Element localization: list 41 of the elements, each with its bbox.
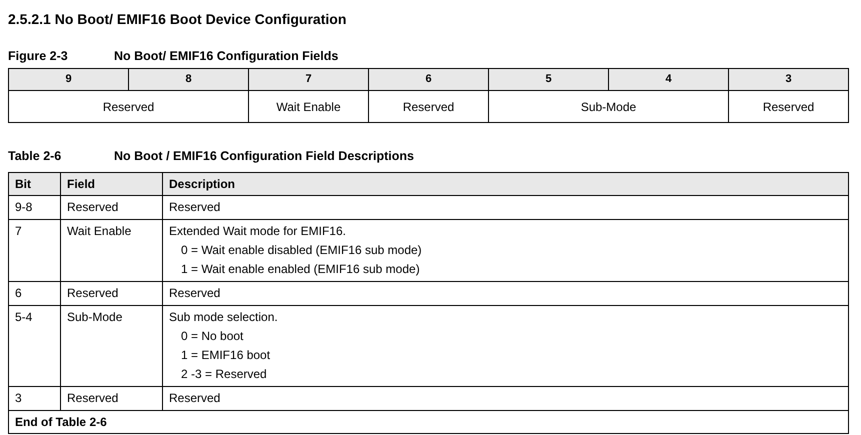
bit-number-cell: 8 [128, 68, 248, 90]
description-text: Reserved [169, 391, 220, 405]
bit-number-cell: 4 [608, 68, 728, 90]
description-text: 0 = Wait enable disabled (EMIF16 sub mode) [181, 243, 422, 257]
header-cell: Description [162, 172, 848, 196]
field-name-cell: Wait Enable [248, 90, 368, 122]
field-cell: Wait Enable [60, 220, 162, 282]
figure-caption: No Boot/ EMIF16 Configuration Fields [114, 48, 338, 65]
header-cell: Bit [8, 172, 60, 196]
bit-number-cell: 3 [728, 68, 848, 90]
bit-cell: 9-8 [8, 196, 60, 220]
section-heading: 2.5.2.1 No Boot/ EMIF16 Boot Device Configuration [8, 11, 346, 27]
description-text: Extended Wait mode for EMIF16. [169, 224, 346, 238]
bit-cell: 7 [8, 220, 60, 282]
description-text: Sub mode selection. [169, 310, 278, 324]
bit-number-cell: 6 [368, 68, 488, 90]
field-cell: Sub-Mode [60, 306, 162, 386]
bit-cell: 6 [8, 282, 60, 306]
bit-number-cell: 7 [248, 68, 368, 90]
description-text: 0 = No boot [181, 329, 244, 343]
field-cell: Reserved [60, 386, 162, 410]
figure-number: Figure 2-3 [8, 48, 69, 65]
table-number: Table 2-6 [8, 148, 62, 165]
table-caption: No Boot / EMIF16 Configuration Field Descriptions [114, 148, 414, 165]
header-cell: Field [60, 172, 162, 196]
table-footer-cell: End of Table 2-6 [8, 410, 848, 434]
field-cell: Reserved [60, 196, 162, 220]
description-text: 2 -3 = Reserved [181, 367, 267, 381]
bit-number-cell: 9 [8, 68, 128, 90]
field-name-cell: Sub-Mode [488, 90, 728, 122]
bit-cell: 3 [8, 386, 60, 410]
description-text: 1 = Wait enable enabled (EMIF16 sub mode) [181, 262, 420, 276]
field-name-cell: Reserved [368, 90, 488, 122]
description-text: Reserved [169, 200, 220, 214]
field-cell: Reserved [60, 282, 162, 306]
bit-number-cell: 5 [488, 68, 608, 90]
description-text: Reserved [169, 286, 220, 300]
description-text: 1 = EMIF16 boot [181, 348, 270, 362]
bit-cell: 5-4 [8, 306, 60, 386]
field-name-cell: Reserved [728, 90, 848, 122]
field-name-cell: Reserved [8, 90, 248, 122]
